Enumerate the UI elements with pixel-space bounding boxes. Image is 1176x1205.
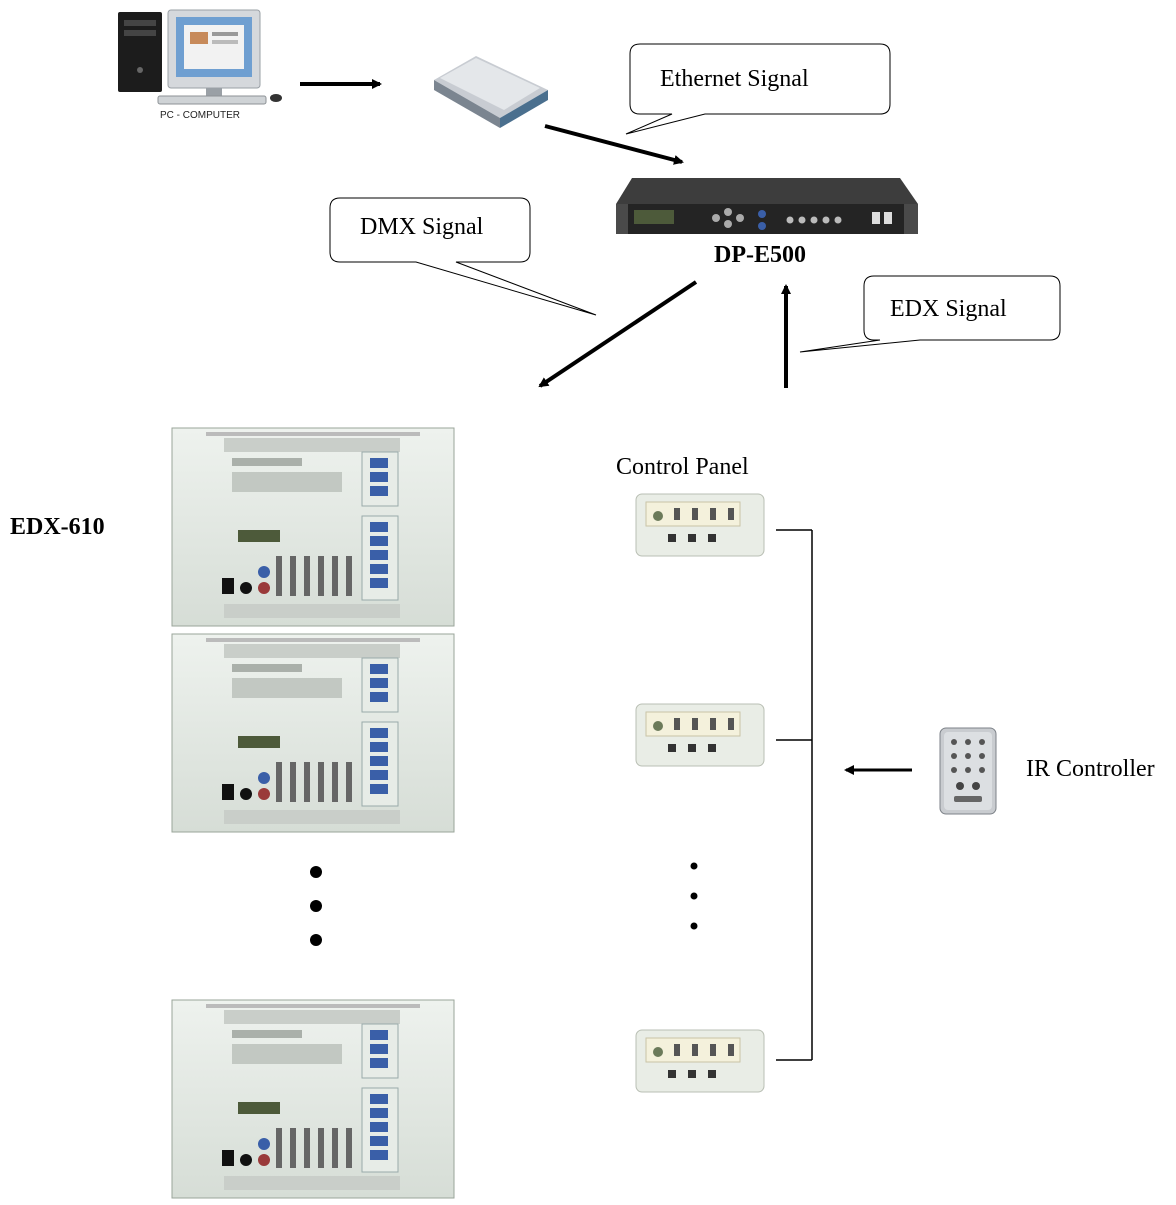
- control-panel-1-icon: [635, 493, 765, 557]
- ethernet-signal-label: Ethernet Signal: [660, 66, 809, 92]
- ir-controller-label: IR Controller: [1026, 756, 1155, 782]
- dp-e500-label: DP-E500: [714, 242, 806, 268]
- pc-caption: PC - COMPUTER: [160, 110, 240, 121]
- edx610-unit-3-icon: [171, 999, 455, 1199]
- dpe500-to-edx610-arrow: [538, 280, 698, 388]
- edx-signal-label: EDX Signal: [890, 296, 1007, 322]
- switch-to-dpe500-arrow: [544, 124, 684, 165]
- edx610-label: EDX-610: [10, 514, 105, 540]
- dmx-signal-callout: [329, 197, 597, 316]
- edx610-unit-2-icon: [171, 633, 455, 833]
- control-panel-bus-line: [776, 529, 813, 1061]
- ethernet-signal-callout: [625, 43, 891, 135]
- ethernet-switch-icon: [434, 56, 548, 128]
- control-panel-label: Control Panel: [616, 454, 749, 480]
- control-panel-ellipsis-dots: [690, 862, 698, 930]
- dp-e500-device-icon: [616, 178, 918, 234]
- edx610-ellipsis-dots: [310, 866, 322, 946]
- edx610-unit-1-icon: [171, 427, 455, 627]
- control-panel-3-icon: [635, 1029, 765, 1093]
- dmx-signal-label: DMX Signal: [360, 214, 484, 240]
- edx-signal-callout: [799, 275, 1061, 353]
- pc-computer-icon: [118, 9, 282, 105]
- ir-remote-icon: [939, 727, 997, 815]
- control-panel-2-icon: [635, 703, 765, 767]
